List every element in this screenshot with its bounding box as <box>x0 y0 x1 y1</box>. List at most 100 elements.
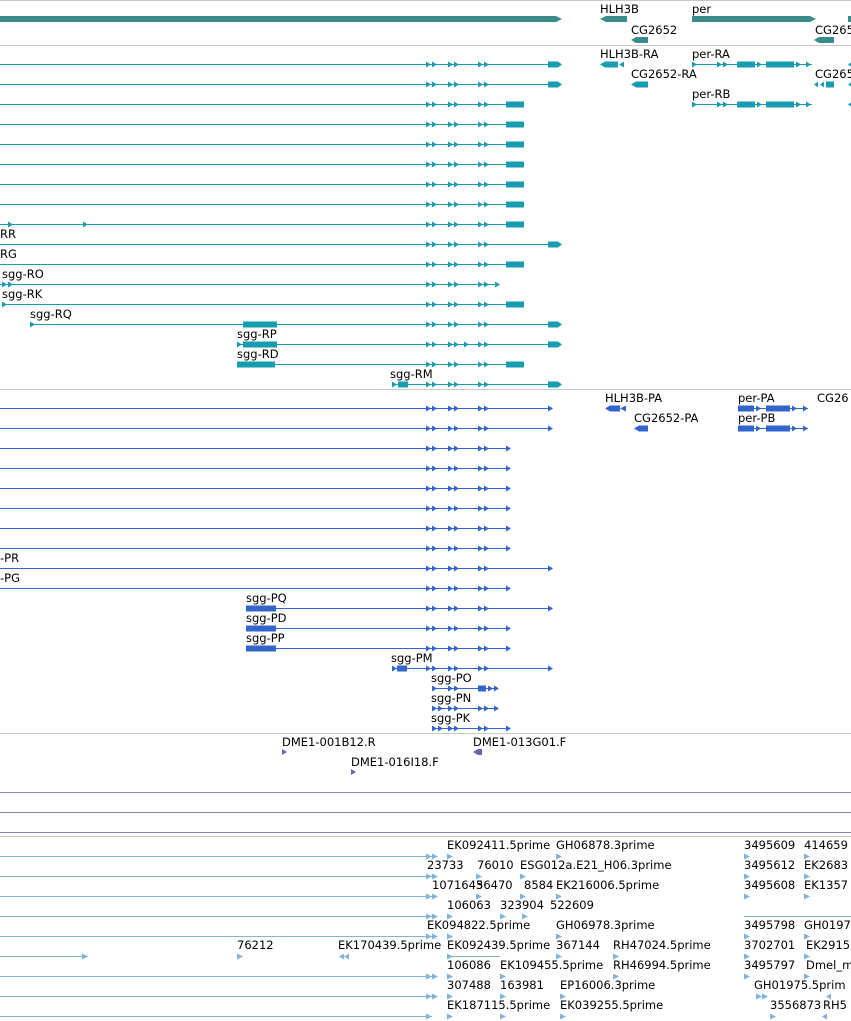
mrna-label-CG2652-RA: CG2652-RA <box>631 67 697 81</box>
est-row-6[interactable] <box>0 953 810 960</box>
est-track <box>0 853 851 1020</box>
protein-row-7[interactable] <box>0 525 511 532</box>
est-label: EK187115.5prime <box>447 998 550 1012</box>
protein-row-1[interactable] <box>0 405 553 412</box>
mrna-row-sgg-RQ[interactable] <box>30 321 562 328</box>
clone-DME1-016I18.F[interactable] <box>351 769 356 775</box>
protein-row-PG[interactable] <box>0 585 511 592</box>
est-label: 76212 <box>237 938 274 952</box>
protein-per-PB[interactable] <box>738 425 808 432</box>
est-row-2[interactable] <box>0 873 810 880</box>
protein-row-PR[interactable] <box>0 565 553 572</box>
est-label: EK2915 <box>806 938 850 952</box>
protein-row-6[interactable] <box>0 505 511 512</box>
est-label: 367144 <box>556 938 600 952</box>
protein-label-PR: -PR <box>0 551 19 565</box>
gene-track: HLH3B per CG2652 CG265 <box>0 0 851 46</box>
mrna-row-3[interactable] <box>0 101 524 108</box>
mrna-row-sgg-RO[interactable] <box>0 281 500 288</box>
mrna-row-5[interactable] <box>0 141 524 148</box>
gene-sgg[interactable] <box>0 16 562 22</box>
mrna-row-sgg-RK[interactable] <box>2 301 524 308</box>
clone-DME1-013G01.F[interactable] <box>473 749 482 755</box>
protein-row-sgg-PN[interactable] <box>432 705 499 712</box>
mrna-row-sgg-RP[interactable] <box>237 341 562 348</box>
mrna-row-7[interactable] <box>0 181 524 188</box>
est-labels: EK092411.5prime GH06878.3prime 3495609 4… <box>237 838 851 1012</box>
protein-CG2652-PA[interactable] <box>634 425 648 432</box>
protein-row-sgg-PK[interactable] <box>432 725 511 732</box>
gene-label-HLH3B: HLH3B <box>600 2 639 16</box>
mrna-row-4[interactable] <box>0 121 524 128</box>
mrna-label-sgg-RM: sgg-RM <box>390 367 433 381</box>
clone-track: DME1-001B12.R DME1-013G01.F DME1-016I18.… <box>282 735 566 775</box>
est-row-1[interactable] <box>0 853 810 860</box>
est-label: EK039255.5prime <box>560 998 663 1012</box>
protein-row-2[interactable] <box>0 425 553 432</box>
protein-row-8[interactable] <box>0 545 511 552</box>
est-label: RH5 <box>823 998 847 1012</box>
est-label: 8584 <box>524 878 553 892</box>
mrna-label-HLH3B-RA: HLH3B-RA <box>600 47 659 61</box>
est-label: 76010 <box>477 858 514 872</box>
protein-label-per-PA: per-PA <box>738 391 775 405</box>
est-label: RH47024.5prime <box>613 938 711 952</box>
protein-HLH3B-PA[interactable] <box>605 405 626 412</box>
mrna-row-1[interactable] <box>0 61 562 68</box>
mrna-label-CG265: CG265 <box>815 67 851 81</box>
gene-per[interactable] <box>692 16 816 22</box>
mrna-row-8[interactable] <box>0 201 524 208</box>
empty-track-dividers <box>0 792 851 837</box>
gene-CG2652[interactable] <box>631 37 648 43</box>
protein-row-4[interactable] <box>0 465 511 472</box>
est-row-3[interactable] <box>0 893 810 900</box>
est-label: GH06978.3prime <box>556 918 655 932</box>
est-label: GH0197 <box>804 918 851 932</box>
est-label: EK094822.5prime <box>427 918 530 932</box>
mrna-CG2652-RA[interactable] <box>631 81 648 88</box>
est-label: 3702701 <box>744 938 795 952</box>
protein-row-sgg-PO[interactable] <box>432 685 499 692</box>
protein-row-sgg-PM[interactable] <box>392 665 553 672</box>
protein-per-PA[interactable] <box>738 405 808 412</box>
est-row-5[interactable] <box>0 933 810 940</box>
clone-DME1-001B12.R[interactable] <box>282 749 287 755</box>
est-label: 106063 <box>447 898 491 912</box>
mrna-per-RA[interactable] <box>692 61 812 68</box>
mrna-row-6[interactable] <box>0 161 524 168</box>
est-label: 3556873 <box>770 998 821 1012</box>
mrna-row-RO[interactable] <box>0 261 524 268</box>
mrna-per-RB[interactable] <box>692 101 812 108</box>
est-label: ESG012a.E21_H06.3prime <box>520 858 672 872</box>
est-label: GH06878.3prime <box>556 838 655 852</box>
mrna-row-RG[interactable] <box>0 241 562 248</box>
protein-label-sgg-PK: sgg-PK <box>431 711 471 725</box>
protein-row-sgg-PP[interactable] <box>246 645 511 652</box>
protein-label-CG26: CG26 <box>817 391 849 405</box>
mrna-CG265-partial[interactable] <box>814 62 851 107</box>
est-label: EK216006.5prime <box>556 878 659 892</box>
gene-CG265-partial[interactable] <box>814 16 851 43</box>
protein-row-5[interactable] <box>0 485 511 492</box>
mrna-HLH3B-RA[interactable] <box>600 61 624 68</box>
est-label: GH01975.5prim <box>754 978 846 992</box>
protein-row-3[interactable] <box>0 445 511 452</box>
protein-label-sgg-PD: sgg-PD <box>246 611 287 625</box>
protein-row-sgg-PQ[interactable] <box>246 605 553 612</box>
protein-row-sgg-PD[interactable] <box>246 625 511 632</box>
est-label: 414659 <box>804 838 848 852</box>
est-label: EK2683 <box>804 858 848 872</box>
est-row-9[interactable] <box>0 1013 827 1020</box>
gene-HLH3B[interactable] <box>600 16 627 22</box>
est-row-8[interactable] <box>0 993 831 1000</box>
mrna-row-RR[interactable] <box>0 221 524 228</box>
est-row-4[interactable] <box>0 913 851 920</box>
est-label: 3495609 <box>744 838 795 852</box>
mrna-row-sgg-RM[interactable] <box>392 381 562 388</box>
protein-labels: HLH3B-PA per-PA CG26 CG2652-PA per-PB -P… <box>0 391 849 725</box>
mrna-label-per-RA: per-RA <box>692 47 730 61</box>
mrna-row-sgg-RD[interactable] <box>237 361 524 368</box>
est-row-7[interactable] <box>0 973 810 980</box>
mrna-row-2[interactable] <box>0 81 562 88</box>
